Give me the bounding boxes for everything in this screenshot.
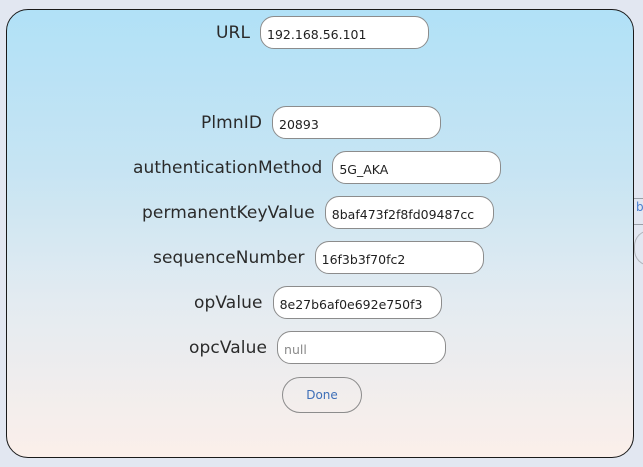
opc-value-input[interactable] — [277, 331, 447, 364]
permanent-key-value-input[interactable] — [324, 196, 494, 229]
background-button-fragment — [634, 230, 643, 266]
background-link-fragment: b — [636, 200, 643, 214]
plmnid-input[interactable] — [272, 106, 442, 139]
permanent-key-value-row: permanentKeyValue — [142, 196, 494, 229]
plmnid-row: PlmnID — [201, 106, 442, 139]
divider — [634, 198, 643, 199]
opc-value-row: opcValue — [189, 331, 447, 364]
permanent-key-value-label: permanentKeyValue — [142, 202, 315, 223]
sequence-number-label: sequenceNumber — [153, 247, 305, 268]
authentication-method-input[interactable] — [332, 151, 502, 184]
op-value-label: opValue — [194, 292, 263, 313]
background-content-peek: b — [628, 190, 643, 270]
url-input[interactable] — [260, 16, 430, 49]
sequence-number-input[interactable] — [314, 241, 484, 274]
plmnid-label: PlmnID — [201, 112, 263, 133]
authentication-method-row: authenticationMethod — [133, 151, 502, 184]
op-value-input[interactable] — [272, 286, 442, 319]
sequence-number-row: sequenceNumber — [153, 241, 484, 274]
subscriber-edit-modal: URL PlmnID authenticationMethod permanen… — [6, 9, 634, 458]
url-row: URL — [216, 16, 430, 49]
op-value-row: opValue — [194, 286, 442, 319]
divider — [634, 224, 643, 225]
opc-value-label: opcValue — [189, 337, 268, 358]
url-label: URL — [216, 22, 251, 43]
authentication-method-label: authenticationMethod — [133, 157, 323, 178]
done-button[interactable]: Done — [282, 377, 362, 413]
